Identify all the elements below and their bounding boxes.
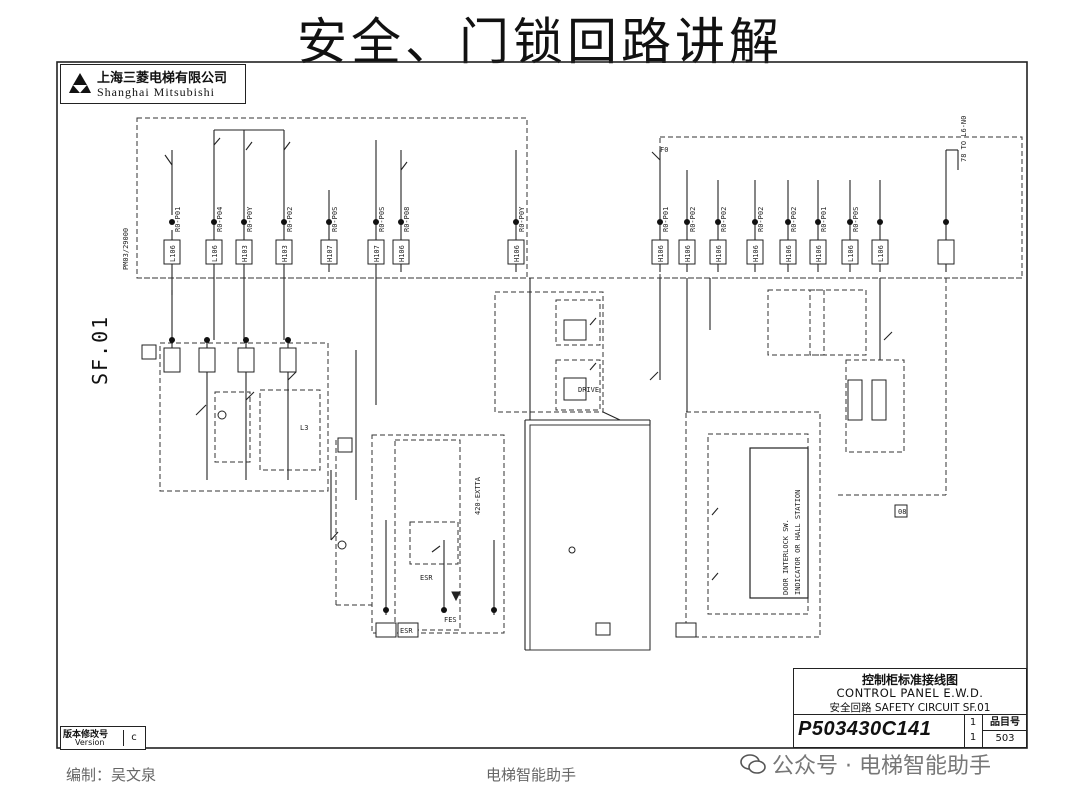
- revision-label-cn: 版本修改号: [63, 730, 109, 740]
- connector-label: H106: [752, 245, 760, 262]
- item-code-value: 503: [995, 733, 1015, 744]
- drawing-number: P503430C141: [798, 718, 932, 740]
- terminal-label: R0-P02: [720, 207, 728, 232]
- svg-text:PM03/29000: PM03/29000: [122, 228, 130, 270]
- company-logo-box: 上海三菱电梯有限公司 Shanghai Mitsubishi: [60, 64, 246, 104]
- watermark-text: 公众号 · 电梯智能助手: [772, 748, 991, 780]
- svg-text:08: 08: [898, 508, 906, 516]
- note-box-center: [529, 424, 651, 651]
- item-code-cell: 品目号 503: [982, 715, 1027, 747]
- connector-label: L106: [211, 245, 219, 262]
- wechat-icon: [740, 754, 766, 774]
- connector-label: H106: [815, 245, 823, 262]
- company-name-cn: 上海三菱电梯有限公司: [97, 71, 228, 86]
- terminal-label: R0-P0Y: [246, 206, 254, 232]
- terminal-label: R0-P01: [662, 207, 670, 232]
- terminal-label: R0-P04: [216, 207, 224, 232]
- connector-label: H103: [241, 245, 249, 262]
- connector-label: H107: [326, 245, 334, 262]
- connector-label: H106: [715, 245, 723, 262]
- watermark-label: 公众号 · 电梯智能助手: [772, 754, 991, 779]
- terminal-label: R0-P0S: [331, 207, 339, 232]
- note-box-right: [749, 447, 809, 599]
- title-block-subtitle: 安全回路 SAFETY CIRCUIT SF.01: [829, 702, 991, 714]
- connector-label: H106: [657, 245, 665, 262]
- terminal-label: R0-P02: [689, 207, 697, 232]
- block-label: ESR: [400, 627, 413, 635]
- footer-center-text: 电梯智能助手: [486, 766, 577, 784]
- sheet-fraction: 1 1: [964, 715, 981, 747]
- revision-box: 版本修改号 Version c: [60, 726, 146, 750]
- block-label: L3: [300, 424, 308, 432]
- svg-text:INDICATOR OR HALL STATION: INDICATOR OR HALL STATION: [794, 490, 802, 595]
- title-block-title-en: CONTROL PANEL E.W.D.: [836, 686, 984, 700]
- terminal-label: R0-P0Y: [518, 206, 526, 232]
- connector-label: H103: [281, 245, 289, 262]
- block-label: FES: [444, 616, 457, 624]
- connector-label: L106: [877, 245, 885, 262]
- block-label: ESR: [420, 574, 433, 582]
- revision-value: c: [123, 730, 144, 746]
- sheet-fraction-top: 1: [969, 717, 977, 728]
- connector-label: H106: [785, 245, 793, 262]
- revision-label-en: Version: [75, 738, 105, 747]
- terminal-label: R0-P0S: [378, 207, 386, 232]
- connector-label: H106: [684, 245, 692, 262]
- svg-text:78 TO L6-N0: 78 TO L6-N0: [960, 116, 968, 162]
- terminal-label: R0-P01: [174, 207, 182, 232]
- connector-label: L106: [169, 245, 177, 262]
- connector-label: H106: [513, 245, 521, 262]
- title-block-title-cn: 控制柜标准接线图: [861, 673, 958, 687]
- connector-label: L106: [847, 245, 855, 262]
- connector-label: H106: [398, 245, 406, 262]
- item-code-label: 品目号: [983, 715, 1027, 731]
- terminal-label: R0-P02: [757, 207, 765, 232]
- connector-label: H107: [373, 245, 381, 262]
- block-label: DRIVE: [578, 386, 599, 394]
- drawing-frame: [56, 61, 1028, 749]
- svg-text:F0: F0: [660, 146, 668, 154]
- title-block-number-row: P503430C141 1 1 品目号 503: [794, 714, 1027, 747]
- mitsubishi-logo-icon: [69, 73, 91, 93]
- terminal-label: R0-P02: [286, 207, 294, 232]
- svg-text:DOOR INTERLOCK SW.: DOOR INTERLOCK SW.: [782, 519, 790, 595]
- terminal-label: R0-P02: [790, 207, 798, 232]
- title-block: 控制柜标准接线图 CONTROL PANEL E.W.D. 安全回路 SAFET…: [793, 668, 1027, 748]
- svg-text:420-EXTTA: 420-EXTTA: [474, 476, 482, 515]
- terminal-label: R0-P0S: [852, 207, 860, 232]
- terminal-label: R0-P08: [403, 207, 411, 232]
- circuit-code-label: SF.01: [88, 314, 112, 385]
- company-name-en: Shanghai Mitsubishi: [97, 85, 216, 99]
- footer-author: 编制：吴文泉: [66, 766, 157, 784]
- sheet-fraction-bottom: 1: [969, 732, 977, 743]
- terminal-label: R0-P01: [820, 207, 828, 232]
